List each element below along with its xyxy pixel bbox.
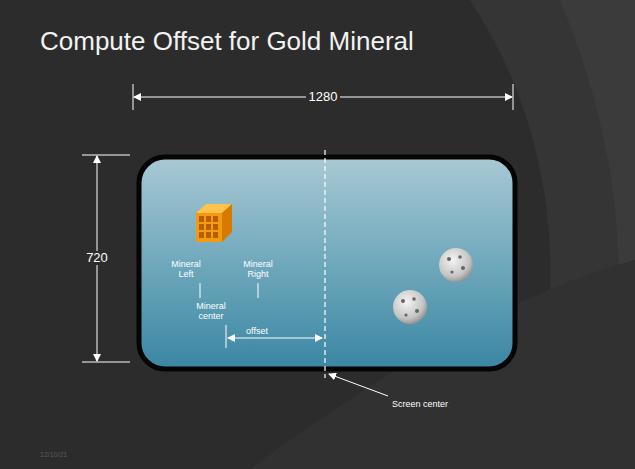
silver-ball — [393, 290, 427, 324]
offset-arrow — [228, 338, 322, 339]
dimension-tick — [513, 84, 514, 110]
dimension-label: 1280 — [306, 90, 341, 104]
dimension-label: offset — [246, 327, 268, 337]
silver-ball — [439, 248, 473, 282]
part-label: Mineral Right — [240, 260, 276, 280]
leader-line — [200, 283, 201, 298]
leader-line — [258, 283, 259, 298]
part-label: Mineral Left — [168, 260, 204, 280]
slide-title: Compute Offset for Gold Mineral — [40, 27, 414, 56]
slide-date: 12/10/21 — [40, 451, 67, 459]
leader-line — [226, 325, 227, 348]
part-label: Screen center — [392, 400, 448, 410]
part-label: Mineral center — [191, 302, 231, 322]
dimension-tick — [82, 155, 130, 156]
screen-center-line — [324, 150, 325, 378]
pointer-arrow — [329, 374, 388, 396]
dimension-label: 720 — [83, 251, 111, 265]
dimension-tick — [133, 84, 134, 110]
camera-screen — [139, 157, 515, 369]
dimension-tick — [82, 362, 130, 363]
gold-cube — [196, 204, 232, 242]
